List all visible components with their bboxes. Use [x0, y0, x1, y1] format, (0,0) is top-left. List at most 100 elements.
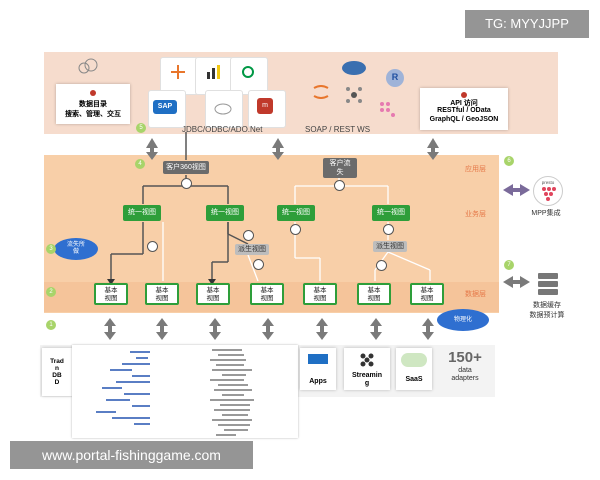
step-circle-f: [253, 259, 264, 270]
badge-7: 7: [504, 260, 514, 270]
app-layer-label: 应用层: [465, 166, 486, 173]
cloud-left: 流失所 做: [54, 238, 98, 260]
derived-view-2[interactable]: 派生视图: [373, 241, 407, 252]
bird-logo-icon: [340, 58, 368, 78]
base-view-3[interactable]: 基本 视图: [196, 283, 230, 305]
saas-box: SaaS: [396, 348, 432, 390]
step-circle-d: [243, 230, 254, 241]
data-layer-label: 数据层: [465, 291, 486, 298]
badge-3: 3: [46, 244, 56, 254]
base-view-6-label: 基本 视图: [367, 287, 381, 302]
soap-label: SOAP / REST WS: [305, 125, 371, 134]
catalog-label-line2: 搜索、管理、交互: [65, 111, 121, 118]
m-logo-icon: m: [257, 98, 273, 114]
adapters-count: 150+: [448, 349, 482, 366]
r-logo-label: R: [391, 72, 399, 82]
unified-view-2[interactable]: 统一视图: [206, 205, 244, 221]
streaming-icon: [359, 352, 375, 368]
streaming-label-line2: g: [364, 380, 370, 387]
customer-churn-line2: 失: [336, 169, 344, 176]
api-label-line3: GraphQL / GeoJSON: [429, 116, 499, 123]
base-view-1-label: 基本 视图: [104, 287, 118, 302]
cloud-right: 物理化: [437, 309, 489, 331]
api-label-line2: RESTful / OData: [437, 107, 491, 114]
tableau-icon: [170, 64, 186, 80]
code-lines: [96, 349, 254, 436]
badge-4: 4: [135, 159, 145, 169]
step-circle-c: [147, 241, 158, 252]
mpp-label: MPP集成: [531, 210, 561, 217]
step-circle-h: [376, 260, 387, 271]
unified-view-1[interactable]: 统一视图: [123, 205, 161, 221]
powerbi-icon: [205, 64, 221, 80]
step-circle-g: [383, 224, 394, 235]
trad-line4: D: [54, 379, 60, 386]
orange-tool-icon: [312, 84, 330, 100]
trad-line1: Trad: [50, 358, 64, 365]
cloud-left-line2: 做: [72, 249, 79, 255]
sap-logo: SAP: [153, 100, 177, 114]
unified-view-4[interactable]: 统一视图: [372, 205, 410, 221]
customer-churn-line1: 客户流: [329, 160, 351, 167]
catalog-dots-icon: [88, 88, 98, 98]
catalog-label-line1: 数据目录: [79, 101, 107, 108]
streaming-box: Streamin g: [344, 348, 390, 390]
badge-1: 1: [46, 320, 56, 330]
adapters-label-line2: adapters: [451, 375, 479, 382]
base-view-5-label: 基本 视图: [313, 287, 327, 302]
watermark-bottom-tag: www.portal-fishinggame.com: [10, 441, 253, 469]
base-view-2-label: 基本 视图: [155, 287, 169, 302]
adapters-label-line1: data: [458, 367, 472, 374]
api-box: API 访问 RESTful / OData GraphQL / GeoJSON: [420, 88, 508, 130]
business-layer-label: 业务层: [465, 211, 486, 218]
badge-2: 2: [46, 287, 56, 297]
api-dots-icon: [459, 90, 469, 100]
customer360-node[interactable]: 客户360视图: [163, 161, 209, 174]
dots-logo-icon: [378, 100, 396, 118]
grid-logo-tile: [160, 57, 198, 95]
apps-label: Apps: [309, 378, 327, 385]
base-view-7-label: 基本 视图: [420, 287, 434, 302]
apps-box: Apps: [300, 348, 336, 390]
cache-label-line1: 数据缓存: [533, 302, 561, 309]
cache-server-icon: [537, 272, 559, 296]
badge-6-top: 6: [504, 156, 514, 166]
base-view-4[interactable]: 基本 视图: [250, 283, 284, 305]
cloud-left-line1: 流失所: [66, 242, 85, 248]
cloud-data-icon: [213, 100, 233, 116]
watermark-top-tag: TG: MYYJJPP: [465, 10, 589, 38]
network-logo-icon: [345, 86, 363, 104]
cloud-logo-tile: [205, 90, 243, 128]
trad-line3: DB: [52, 372, 62, 379]
trad-db-box: Trad n DB D: [42, 348, 72, 396]
base-view-7[interactable]: 基本 视图: [410, 283, 444, 305]
base-view-2[interactable]: 基本 视图: [145, 283, 179, 305]
catalog-box: 数据目录 搜索、管理、交互: [56, 84, 130, 124]
step-circle-e: [290, 224, 301, 235]
unified-view-3[interactable]: 统一视图: [277, 205, 315, 221]
step-circle-b: [334, 180, 345, 191]
saas-label: SaaS: [405, 376, 423, 383]
badge-5: 5: [136, 123, 146, 133]
derived-view-1[interactable]: 派生视图: [235, 244, 269, 255]
sap-small-icon: [308, 354, 328, 364]
trad-line2: n: [55, 365, 59, 372]
base-view-3-label: 基本 视图: [206, 287, 220, 302]
base-view-1[interactable]: 基本 视图: [94, 283, 128, 305]
catalog-icon: [78, 58, 98, 74]
presto-label: presto: [541, 180, 555, 185]
base-view-6[interactable]: 基本 视图: [357, 283, 391, 305]
customer-churn-node[interactable]: 客户流 失: [323, 158, 357, 178]
base-view-5[interactable]: 基本 视图: [303, 283, 337, 305]
saas-cloud-icon: [401, 353, 427, 367]
step-circle-a: [181, 178, 192, 189]
qlik-icon: [240, 64, 256, 80]
presto-icon: [533, 176, 563, 206]
r-logo-icon: [385, 68, 405, 88]
base-view-4-label: 基本 视图: [260, 287, 274, 302]
cache-label-line2: 数据预计算: [529, 312, 565, 319]
api-label-line1: API 访问: [450, 100, 478, 107]
streaming-label-line1: Streamin: [352, 372, 382, 379]
code-screenshot-overlay: [72, 345, 298, 438]
